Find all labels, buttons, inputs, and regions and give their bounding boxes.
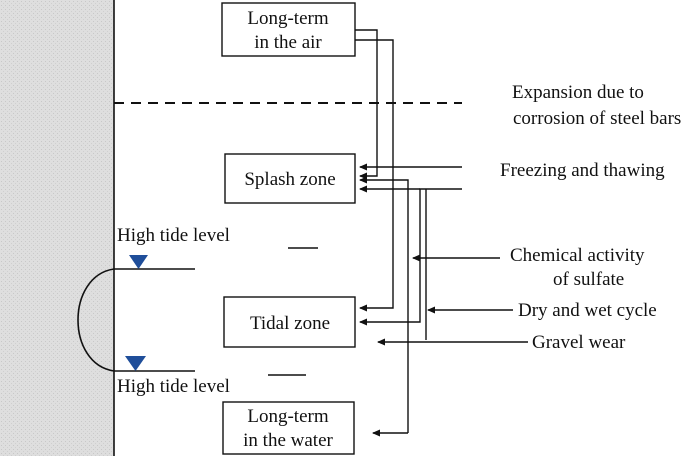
zone-box-water: Long-term in the water — [222, 401, 355, 455]
factor-expansion-line1: Expansion due to — [512, 82, 644, 103]
connector-gravel-loop — [359, 188, 462, 326]
factor-expansion-line2: corrosion of steel bars — [513, 108, 681, 129]
lower-tide-label: High tide level — [117, 376, 230, 397]
factor-gravel-wear: Gravel wear — [532, 332, 626, 353]
zone-box-air: Long-term in the air — [221, 2, 356, 57]
concrete-structure — [0, 0, 114, 456]
factor-dry-wet: Dry and wet cycle — [518, 300, 657, 321]
zone-box-splash: Splash zone — [224, 153, 356, 204]
connector-air-to-tidal — [355, 39, 394, 312]
connector-sulfate-vertical — [359, 176, 409, 433]
zone-splash-label: Splash zone — [244, 169, 335, 190]
zone-water-line1: Long-term — [247, 406, 328, 427]
factor-sulfate-line1: Chemical activity — [510, 245, 645, 266]
zone-tidal-label: Tidal zone — [250, 313, 330, 334]
tidal-wave-shape — [77, 268, 195, 372]
factor-freezing: Freezing and thawing — [500, 160, 665, 181]
zone-water-line2: in the water — [243, 430, 333, 451]
factor-sulfate-line2: of sulfate — [553, 269, 624, 290]
zone-air-line2: in the air — [254, 32, 322, 53]
zone-box-tidal: Tidal zone — [223, 296, 356, 348]
zone-air-line1: Long-term — [247, 8, 328, 29]
upper-tide-marker — [129, 255, 148, 269]
lower-tide-marker — [125, 356, 146, 371]
upper-tide-label: High tide level — [117, 225, 230, 246]
connector-air-to-splash — [355, 29, 378, 180]
